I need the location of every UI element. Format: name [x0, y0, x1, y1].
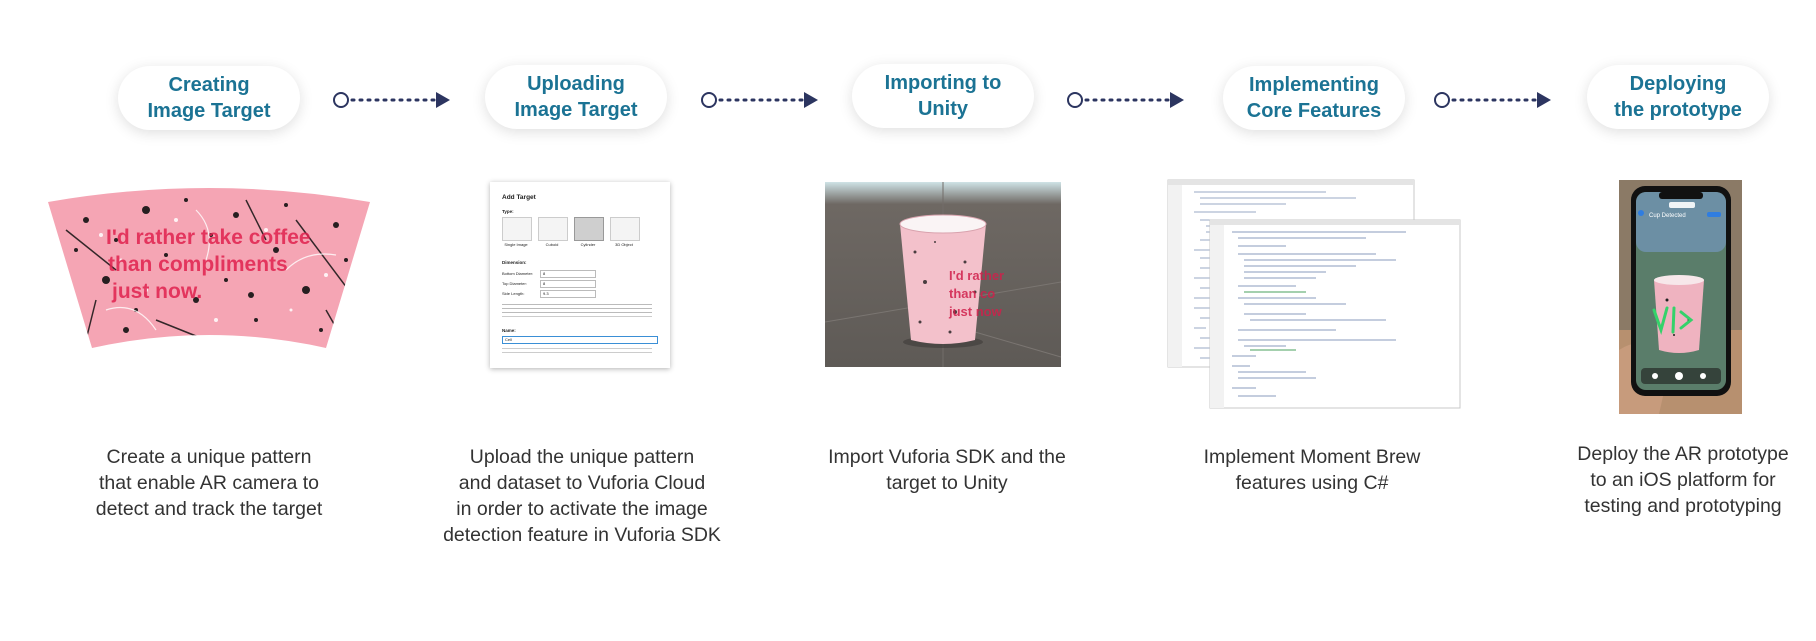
field-value-top-diameter: 8 [540, 280, 596, 288]
step-2-description: Upload the unique pattern and dataset to… [443, 446, 721, 546]
dialog-name-help-lines [502, 348, 652, 349]
field-label-top-diameter: Top Diameter: [502, 281, 527, 286]
field-label-side-length: Side Length: [502, 291, 525, 296]
type-option-label-cuboid: Cuboid [545, 242, 559, 247]
sleeve-text-line-2: than compliments [108, 253, 288, 276]
type-option-label-cylinder: Cylinder [580, 242, 596, 247]
field-value-bottom-diameter: 8 [540, 270, 596, 278]
code-editor-screens-image [1167, 179, 1461, 409]
step-5-title: Deploying the prototype [1587, 65, 1769, 129]
type-option-label-single-image: Single Image [504, 242, 528, 247]
cup-sleeve-pattern-image: I'd rather take coffee than compliments … [48, 188, 370, 348]
dialog-name-field: Cell [502, 336, 658, 344]
dialog-help-text-lines [502, 304, 652, 305]
step-4-description: Implement Moment Brew features using C# [1203, 446, 1421, 494]
type-option-3d-object [610, 217, 640, 241]
iphone-ar-photo-image: Cup Detected [1619, 180, 1742, 414]
connector-arrow-3 [1067, 92, 1184, 108]
sleeve-text-line-3: just now. [111, 280, 202, 303]
unity-scene-image: I'd rather than co just now [825, 182, 1061, 367]
iphone-screen-label: Cup Detected [1649, 213, 1686, 219]
step-1-title: Creating Image Target [118, 66, 300, 130]
dialog-name-label: Name: [502, 328, 516, 333]
unity-cup-text-1: I'd rather [949, 268, 1004, 283]
step-5-description: Deploy the AR prototype to an iOS platfo… [1577, 443, 1789, 517]
field-label-bottom-diameter: Bottom Diameter: [502, 271, 534, 276]
connector-arrow-4 [1434, 92, 1551, 108]
step-1-description: Create a unique pattern that enable AR c… [95, 446, 323, 520]
type-option-single-image [502, 217, 532, 241]
step-4-title: Implementing Core Features [1223, 66, 1405, 130]
dialog-type-label: Type: [502, 209, 514, 214]
connector-arrow-2 [701, 92, 818, 108]
step-3-title: Importing to Unity [852, 64, 1034, 128]
type-option-cuboid [538, 217, 568, 241]
add-target-dialog-image: Add Target Type: Single Image Cuboid Cyl… [490, 182, 670, 368]
unity-cup-text-3: just now [948, 304, 1003, 319]
dialog-dimension-label: Dimension: [502, 260, 527, 265]
step-3-description: Import Vuforia SDK and the target to Uni… [828, 446, 1066, 494]
sleeve-text-line-1: I'd rather take coffee [106, 226, 311, 249]
dialog-heading: Add Target [502, 194, 536, 201]
type-option-cylinder [574, 217, 604, 241]
connector-arrow-1 [333, 92, 450, 108]
field-value-side-length: 9.3 [540, 290, 596, 298]
unity-cup-text-2: than co [949, 286, 995, 301]
step-2-title: Uploading Image Target [485, 65, 667, 129]
type-option-label-3d-object: 3D Object [615, 242, 633, 247]
